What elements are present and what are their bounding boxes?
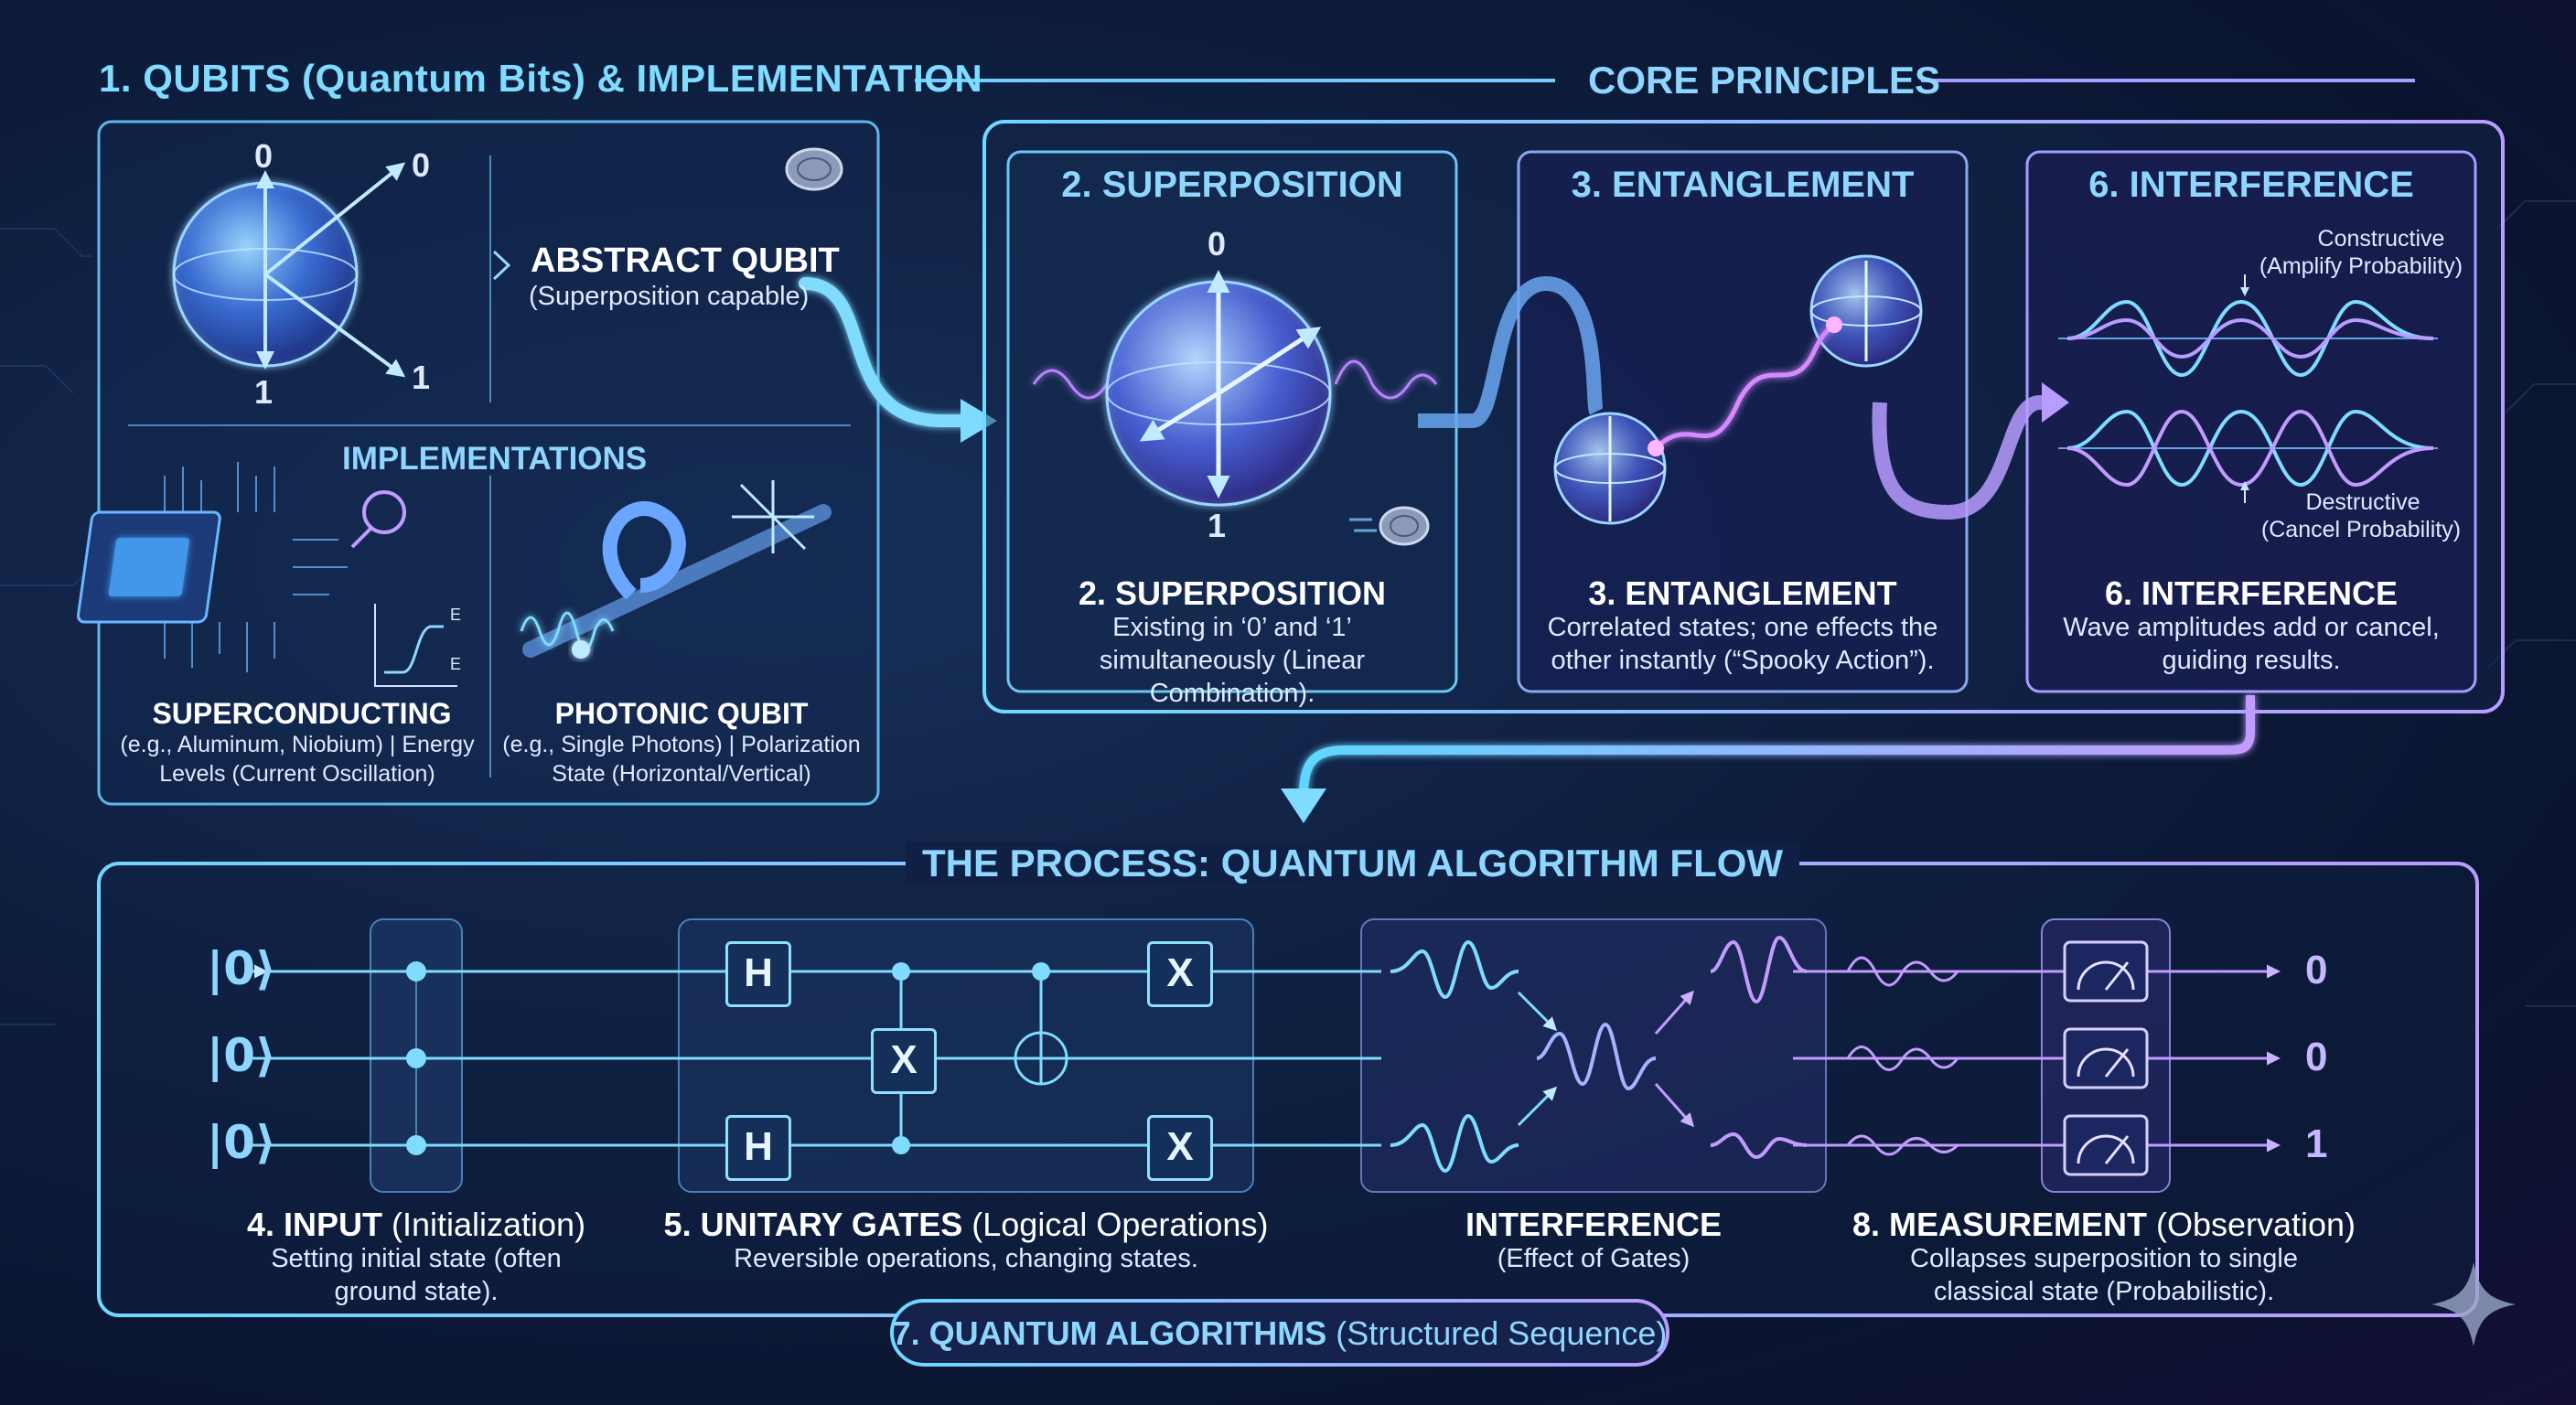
chip-icon xyxy=(76,462,348,672)
hadamard-gate-1: H xyxy=(725,941,791,1007)
algorithms-label: 7. QUANTUM ALGORITHMS (Structured Sequen… xyxy=(892,1314,1668,1352)
photonic-desc: (e.g., Single Photons) | Polarization St… xyxy=(502,732,861,787)
superposition-desc: Existing in ‘0’ and ‘1’ simultaneously (… xyxy=(1099,613,1366,708)
superposition-card-title: 2. SUPERPOSITION xyxy=(1061,165,1403,205)
qubits-section-title: 1. QUBITS (Quantum Bits) & IMPLEMENTATIO… xyxy=(99,57,983,100)
connector-pipe-1 xyxy=(1418,275,1604,428)
sphere-arrow-top-label: 0 xyxy=(412,146,431,184)
flow-arrow-1 xyxy=(799,277,976,427)
input-ket-1: |0⟩ xyxy=(207,942,276,995)
meter-icon xyxy=(2063,940,2149,1176)
interference-desc: Wave amplitudes add or cancel, guiding r… xyxy=(2063,613,2440,675)
x-gate-top: X xyxy=(1147,941,1213,1007)
entangled-spheres-icon xyxy=(1553,254,1923,525)
gates-block xyxy=(678,918,1254,1193)
x-gate-bottom: X xyxy=(1147,1115,1213,1181)
energy-label-bottom: E xyxy=(450,655,462,673)
gates-step-desc: Reversible operations, changing states. xyxy=(734,1244,1198,1273)
brace-icon xyxy=(492,250,511,281)
entanglement-desc: Correlated states; one effects the other… xyxy=(1547,613,1938,675)
core-principles-title: CORE PRINCIPLES xyxy=(1588,59,1941,102)
coin-icon-2 xyxy=(1349,506,1430,546)
implementations-title: IMPLEMENTATIONS xyxy=(342,441,648,477)
sphere-axis-top-label: 0 xyxy=(254,137,274,175)
flow-arrow-1-head xyxy=(961,399,997,443)
gates-step-head: 5. UNITARY GATES (Logical Operations) xyxy=(663,1206,1269,1243)
sparkle-icon xyxy=(2431,1262,2516,1346)
energy-graph xyxy=(374,604,457,687)
input-ket-3: |0⟩ xyxy=(207,1116,276,1169)
interference-step-head: INTERFERENCE xyxy=(1465,1206,1723,1243)
input-ket-2: |0⟩ xyxy=(207,1029,276,1082)
output-bit-3: 1 xyxy=(2305,1121,2328,1166)
superposition-axis-top: 0 xyxy=(1208,225,1227,263)
constructive-note: (Amplify Probability) xyxy=(2259,253,2463,279)
abstract-qubit-title: ABSTRACT QUBIT xyxy=(531,241,840,280)
x-gate-middle: X xyxy=(871,1028,937,1094)
destructive-label: Destructive xyxy=(2305,489,2420,515)
entanglement-card-title: 3. ENTANGLEMENT xyxy=(1571,165,1915,205)
measurement-step-head: 8. MEASUREMENT (Observation) xyxy=(1852,1206,2356,1243)
coin-icon xyxy=(785,147,843,191)
destructive-note: (Cancel Probability) xyxy=(2260,517,2462,542)
energy-label-top: E xyxy=(450,606,462,624)
photon-loop-icon xyxy=(520,480,832,659)
bloch-sphere-icon xyxy=(172,162,406,378)
interference-waves-icon xyxy=(2058,274,2438,503)
photonic-title: PHOTONIC QUBIT xyxy=(554,697,809,730)
interference-step-desc: (Effect of Gates) xyxy=(1497,1244,1690,1273)
process-waves xyxy=(1390,935,1959,1174)
flow-arrow-2-head xyxy=(1281,788,1326,823)
superposition-head: 2. SUPERPOSITION xyxy=(1078,574,1387,612)
entanglement-head: 3. ENTANGLEMENT xyxy=(1588,574,1897,612)
superconducting-desc: (e.g., Aluminum, Niobium) | Energy Level… xyxy=(120,732,475,787)
input-step-head: 4. INPUT (Initialization) xyxy=(246,1206,586,1243)
interference-card-title: 6. INTERFERENCE xyxy=(2088,165,2414,205)
superposition-sphere-icon xyxy=(1032,270,1438,507)
sphere-arrow-bottom-label: 1 xyxy=(412,359,431,396)
measurement-step-desc: Collapses superposition to single classi… xyxy=(1910,1244,2298,1306)
superposition-axis-bottom: 1 xyxy=(1208,507,1227,544)
algorithms-pill xyxy=(890,1299,1669,1367)
output-bit-2: 0 xyxy=(2305,1035,2328,1079)
interference-card xyxy=(2025,150,2477,693)
output-bit-1: 0 xyxy=(2305,948,2328,992)
process-title: THE PROCESS: QUANTUM ALGORITHM FLOW xyxy=(906,842,1800,885)
circuit-traces xyxy=(0,200,2576,1025)
flow-arrow-2 xyxy=(1299,695,2255,797)
connector-pipe-2 xyxy=(1872,395,2049,520)
abstract-qubit-desc: (Superposition capable) xyxy=(529,282,810,311)
sphere-axis-bottom-label: 1 xyxy=(254,373,274,411)
input-step-desc: Setting initial state (often ground stat… xyxy=(271,1244,562,1306)
interference-head: 6. INTERFERENCE xyxy=(2104,574,2399,612)
cnot-target xyxy=(1014,1031,1068,1086)
constructive-label: Constructive xyxy=(2317,226,2445,252)
hadamard-gate-2: H xyxy=(725,1115,791,1181)
superconducting-title: SUPERCONDUCTING xyxy=(152,697,452,730)
loop-icon xyxy=(362,490,406,534)
